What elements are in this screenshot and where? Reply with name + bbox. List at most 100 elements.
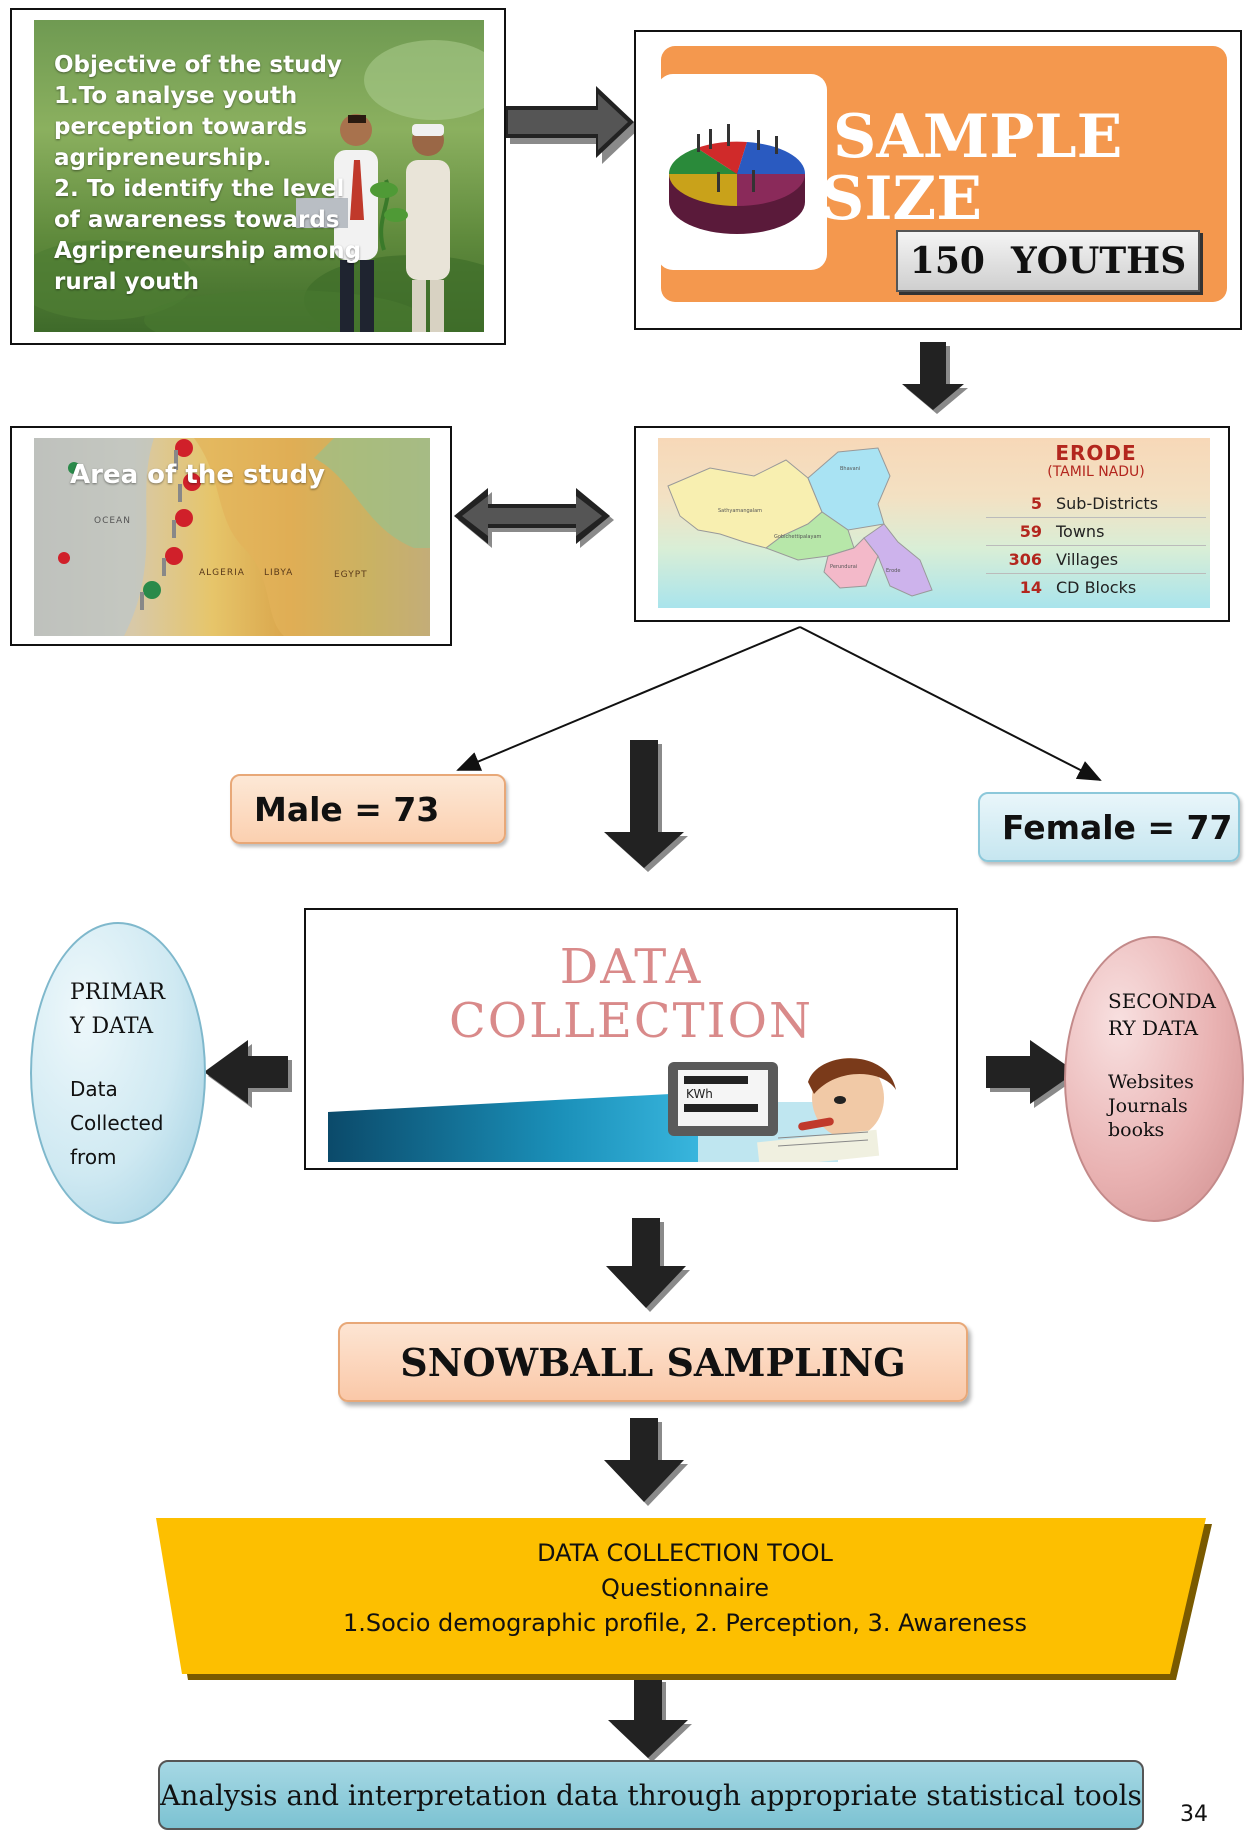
- arrow-to-primary: [204, 1040, 292, 1108]
- objective-text: Objective of the study 1.To analyse yout…: [54, 50, 361, 298]
- arrow-to-snowball: [606, 1218, 690, 1312]
- sample-count-number: 150: [909, 240, 985, 282]
- tool-line2: Questionnaire: [600, 1574, 770, 1602]
- secondary-body-line: Journals: [1108, 1095, 1188, 1117]
- female-count-label: Female = 77: [1002, 807, 1233, 847]
- erode-stat-number: 306: [1008, 550, 1042, 569]
- data-collection-title-line2: COLLECTION: [449, 993, 813, 1049]
- secondary-body-line: Websites: [1108, 1071, 1194, 1093]
- erode-header: ERODE (TAMIL NADU): [992, 442, 1200, 480]
- erode-stat-number: 59: [1019, 522, 1042, 541]
- data-collection-title-line1: DATA: [559, 939, 703, 995]
- sample-title-line2: SIZE: [821, 164, 982, 234]
- screen-text: KWh: [686, 1087, 713, 1101]
- analysis-box: Analysis and interpretation data through…: [158, 1760, 1144, 1830]
- analysis-label: Analysis and interpretation data through…: [160, 1778, 1142, 1812]
- erode-stat-label: CD Blocks: [1056, 578, 1137, 597]
- primary-body-line: from: [70, 1145, 117, 1169]
- secondary-data-ellipse: SECONDA RY DATA Websites Journals books: [1064, 936, 1244, 1222]
- male-count-box: Male = 73: [230, 774, 506, 844]
- line-erode-to-female: [799, 626, 1102, 781]
- pie-chart-icon: [668, 124, 806, 234]
- female-count-box: Female = 77: [978, 792, 1240, 862]
- map-region-label: Sathyamangalam: [718, 508, 763, 514]
- secondary-title-line2: RY DATA: [1108, 1016, 1199, 1040]
- erode-subtitle: (TAMIL NADU): [1047, 464, 1145, 480]
- erode-box: Sathyamangalam Bhavani Gobichettipalayam…: [634, 426, 1230, 622]
- erode-stat-label: Towns: [1056, 522, 1105, 541]
- erode-district-map: [667, 447, 933, 597]
- erode-stat-row: 306 Villages: [986, 546, 1206, 574]
- erode-stat-row: 59 Towns: [986, 518, 1206, 546]
- data-collection-title: DATA COLLECTION: [306, 940, 956, 1048]
- line-erode-to-male: [456, 626, 801, 771]
- sample-size-box: SAMPLE SIZE 150 YOUTHS: [634, 30, 1242, 330]
- pie-card: [657, 74, 827, 270]
- map-label: OCEAN: [94, 516, 131, 526]
- map-label: LIBYA: [264, 568, 294, 578]
- objective-line: perception towards: [54, 114, 308, 140]
- primary-data-ellipse: PRIMAR Y DATA Data Collected from: [30, 922, 206, 1224]
- sample-count-label: YOUTHS: [1010, 240, 1187, 282]
- area-box: OCEAN ALGERIA LIBYA EGYPT Area of the st…: [10, 426, 452, 646]
- snowball-label: SNOWBALL SAMPLING: [400, 1339, 906, 1385]
- objective-box: Objective of the study 1.To analyse yout…: [10, 8, 506, 345]
- sample-title: SAMPLE SIZE: [821, 102, 1123, 230]
- erode-stat-row: 5 Sub-Districts: [986, 490, 1206, 518]
- primary-body-line: Collected: [70, 1111, 164, 1135]
- secondary-data-title: SECONDA RY DATA: [1108, 988, 1216, 1042]
- erode-stat-row: 14 CD Blocks: [986, 574, 1206, 601]
- arrow-to-tool: [604, 1418, 688, 1506]
- tool-line1: DATA COLLECTION TOOL: [537, 1539, 833, 1567]
- data-entry-clerk-illustration: KWh: [328, 1058, 896, 1162]
- map-region-label: Gobichettipalayam: [774, 534, 822, 540]
- secondary-body-line: books: [1108, 1119, 1165, 1141]
- primary-title-line2: Y DATA: [70, 1014, 154, 1039]
- map-photo: OCEAN ALGERIA LIBYA EGYPT Area of the st…: [34, 438, 430, 636]
- farm-photo: Objective of the study 1.To analyse yout…: [34, 20, 484, 332]
- primary-data-title: PRIMAR Y DATA: [70, 976, 165, 1044]
- erode-stat-number: 5: [1030, 494, 1042, 513]
- arrow-sample-to-erode: [902, 342, 968, 414]
- primary-data-body: Data Collected from: [70, 1072, 163, 1174]
- sample-title-line1: SAMPLE: [833, 102, 1123, 172]
- erode-title: ERODE: [1055, 441, 1137, 465]
- tool-line3: 1.Socio demographic profile, 2. Percepti…: [343, 1609, 1027, 1637]
- primary-title-line1: PRIMAR: [70, 980, 166, 1005]
- objective-heading: Objective of the study: [54, 52, 342, 78]
- map-region-label: Erode: [886, 568, 901, 574]
- map-label: ALGERIA: [199, 568, 245, 578]
- tool-trapezoid-shape: [156, 1518, 1212, 1680]
- erode-stat-number: 14: [1019, 578, 1042, 597]
- male-count-label: Male = 73: [254, 789, 440, 829]
- erode-stat-label: Sub-Districts: [1056, 494, 1159, 513]
- area-label: Area of the study: [70, 460, 325, 490]
- map-label: EGYPT: [334, 570, 368, 580]
- objective-line: 2. To identify the level: [54, 176, 345, 202]
- arrow-objective-to-sample: [504, 86, 640, 164]
- objective-line: of awareness towards: [54, 207, 340, 233]
- arrow-area-erode-double: [454, 488, 614, 548]
- erode-stat-label: Villages: [1056, 550, 1119, 569]
- erode-stats: 5 Sub-Districts 59 Towns 306 Villages 14…: [986, 490, 1206, 601]
- tool-text: DATA COLLECTION TOOL Questionnaire 1.Soc…: [200, 1536, 1170, 1641]
- data-collection-box: DATA COLLECTION KWh: [304, 908, 958, 1170]
- snowball-sampling-box: SNOWBALL SAMPLING: [338, 1322, 968, 1402]
- arrow-to-analysis: [608, 1678, 692, 1762]
- secondary-data-body: Websites Journals books: [1108, 1070, 1194, 1142]
- page-number: 34: [1180, 1802, 1208, 1827]
- sample-orange-panel: SAMPLE SIZE 150 YOUTHS: [657, 46, 1227, 302]
- sample-count-badge: 150 YOUTHS: [896, 230, 1200, 292]
- arrow-to-secondary: [986, 1040, 1080, 1108]
- field-foliage-illustration: [34, 40, 484, 332]
- world-map-pins-illustration: [34, 438, 430, 636]
- map-region-label: Perundurai: [830, 564, 858, 570]
- map-region-label: Bhavani: [840, 466, 861, 472]
- objective-line: rural youth: [54, 269, 200, 295]
- secondary-title-line1: SECONDA: [1108, 989, 1216, 1013]
- objective-line: Agripreneurship among: [54, 238, 362, 264]
- arrow-to-data-collection: [604, 740, 688, 872]
- primary-body-line: Data: [70, 1077, 118, 1101]
- erode-map-panel: Sathyamangalam Bhavani Gobichettipalayam…: [658, 438, 1210, 608]
